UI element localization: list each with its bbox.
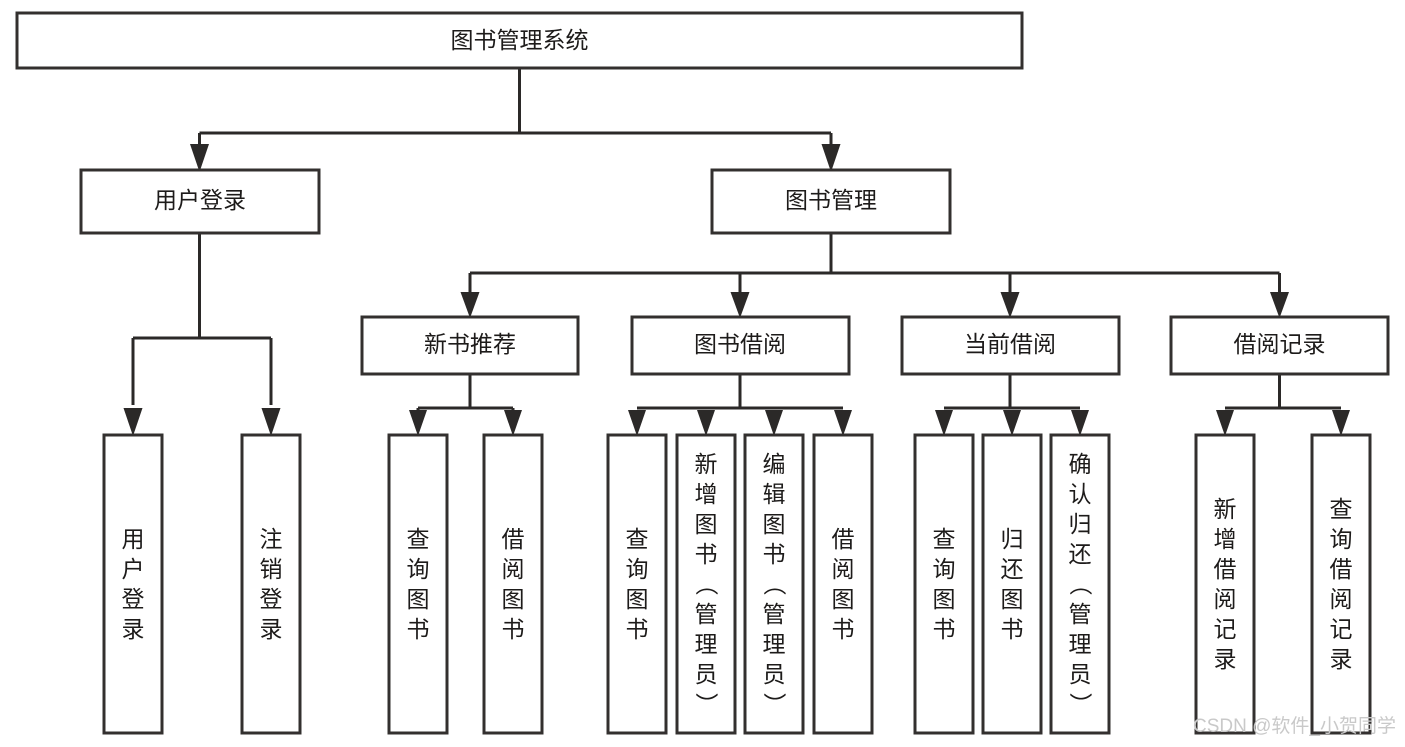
node-borrow-record-box[interactable] [1169,315,1390,376]
arrow-to-current-borrow [1000,292,1020,318]
leaf-user-logout-box[interactable] [240,433,302,735]
leaf-bb-query-box[interactable] [606,433,668,735]
arrow-leaf-bb-query [628,410,646,436]
arrow-to-book-manage [821,144,841,172]
leaf-rec-query-box[interactable] [387,433,449,735]
arrow-leaf-user-login [123,408,143,436]
node-borrow-record[interactable]: 借阅记录 [1169,315,1390,376]
leaf-cb-confirm-box[interactable] [1049,433,1111,735]
node-book-manage-box[interactable] [710,168,952,235]
node-book-manage-label: 图书管理 [785,187,877,213]
node-book-borrow[interactable]: 图书借阅 [630,315,851,376]
arrow-leaf-br-query [1332,410,1350,436]
arrow-to-book-borrow [730,292,750,318]
node-book-manage[interactable]: 图书管理 [710,168,952,235]
node-new-book-rec[interactable]: 新书推荐 [360,315,580,376]
node-book-borrow-box[interactable] [630,315,851,376]
edges-layer [123,68,1350,436]
arrow-leaf-bb-edit [765,410,783,436]
node-book-borrow-label: 图书借阅 [694,331,786,357]
leaf-br-query-box[interactable] [1310,433,1372,735]
leaf-cb-return-box[interactable] [981,433,1043,735]
node-current-borrow-label: 当前借阅 [964,331,1056,357]
node-new-book-rec-box[interactable] [360,315,580,376]
leaf-user-login-box[interactable] [102,433,164,735]
watermark-label: CSDN @软件_小贺同学 [1193,715,1396,737]
arrow-leaf-br-add [1216,410,1234,436]
leaf-bb-edit-box[interactable] [743,433,805,735]
arrow-leaf-rec-query [409,410,427,436]
arrow-leaf-bb-add [697,410,715,436]
arrow-to-new-book-rec [460,292,480,318]
leaf-rec-borrow-box[interactable] [482,433,544,735]
node-user-login-label: 用户登录 [154,187,246,213]
arrow-leaf-bb-borrow [834,410,852,436]
node-current-borrow-box[interactable] [900,315,1121,376]
node-borrow-record-label: 借阅记录 [1234,331,1326,357]
leaf-br-add-box[interactable] [1194,433,1256,735]
arrow-leaf-cb-return [1003,410,1021,436]
arrow-leaf-rec-borrow [504,410,522,436]
leaf-bb-add-box[interactable] [675,433,737,735]
node-new-book-rec-label: 新书推荐 [424,331,516,357]
arrow-to-user-login [190,144,209,172]
node-current-borrow[interactable]: 当前借阅 [900,315,1121,376]
arrow-leaf-cb-query [935,410,953,436]
nodes-layer: 图书管理系统 用户登录 图书管理 新书推荐 图书借阅 当前 [15,11,1390,735]
node-root-label: 图书管理系统 [451,27,589,53]
leaf-boxes [102,433,1372,735]
node-user-login-box[interactable] [79,168,321,235]
arrow-leaf-cb-confirm [1071,410,1089,436]
leaf-cb-query-box[interactable] [913,433,975,735]
arrow-to-borrow-record [1270,292,1289,318]
node-user-login[interactable]: 用户登录 [79,168,321,235]
node-root[interactable]: 图书管理系统 [15,11,1024,70]
leaf-bb-borrow-box[interactable] [812,433,874,735]
arrow-leaf-user-logout [261,408,281,436]
node-root-box[interactable] [15,11,1024,70]
